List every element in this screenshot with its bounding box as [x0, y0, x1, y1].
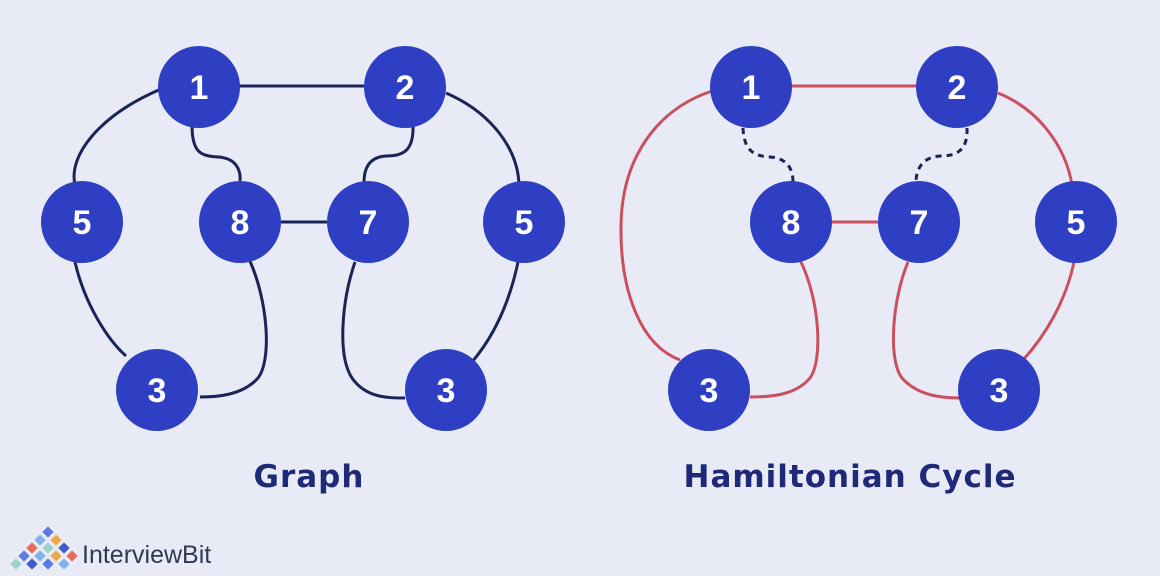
- node-circle: [1035, 181, 1117, 263]
- node-label: 3: [700, 372, 719, 410]
- node-circle: [916, 46, 998, 128]
- node-circle: [710, 46, 792, 128]
- logo-diamond: [42, 558, 54, 570]
- node-label: 3: [990, 372, 1009, 410]
- node-label: 1: [190, 69, 209, 107]
- node-label: 8: [231, 204, 250, 242]
- node-label: 2: [396, 69, 415, 107]
- cycle-edge-5-3: [1021, 261, 1076, 362]
- graph-edge-7-3: [341, 261, 406, 400]
- logo-diamond: [58, 542, 70, 554]
- cycle-node-h5: 5: [1035, 181, 1117, 263]
- cycle-node-h3l: 3: [668, 349, 750, 431]
- logo-diamond: [50, 534, 62, 546]
- node-circle: [483, 181, 565, 263]
- node-layer: 1 2 5 8 7 5 3 3 1 2 8 7 5 3 3: [41, 46, 1117, 431]
- interviewbit-logo: InterviewBit: [10, 526, 211, 570]
- node-circle: [878, 181, 960, 263]
- node-label: 3: [437, 372, 456, 410]
- node-label: 1: [742, 69, 761, 107]
- cycle-edge-3-1: [619, 89, 713, 362]
- logo-diamond: [58, 558, 70, 570]
- graph-edge-8-3: [199, 258, 268, 399]
- logo-diamond: [66, 550, 78, 562]
- node-circle: [668, 349, 750, 431]
- node-label: 7: [910, 204, 929, 242]
- cycle-edge-3-7: [891, 261, 961, 400]
- logo-diamond: [26, 558, 38, 570]
- node-label: 5: [515, 204, 534, 242]
- node-circle: [750, 181, 832, 263]
- logo-diamond: [50, 550, 62, 562]
- graph-edge-1-8: [190, 124, 242, 182]
- node-label: 5: [73, 204, 92, 242]
- graph-edge-5-3-right: [470, 261, 520, 363]
- graph-caption: Graph: [254, 459, 365, 495]
- unused-edge-1-8: [741, 127, 795, 183]
- node-label: 5: [1067, 204, 1086, 242]
- cycle-node-h2: 2: [916, 46, 998, 128]
- node-circle: [158, 46, 240, 128]
- cycle-edge-8-3: [749, 259, 820, 399]
- node-label: 8: [782, 204, 801, 242]
- node-circle: [364, 46, 446, 128]
- node-circle: [41, 181, 123, 263]
- logo-diamond: [26, 542, 38, 554]
- brand-name: InterviewBit: [82, 541, 211, 569]
- graph-node-g1: 1: [158, 46, 240, 128]
- node-circle: [405, 349, 487, 431]
- graph-edge-1-5: [72, 87, 162, 186]
- graph-node-g3r: 3: [405, 349, 487, 431]
- logo-diamond: [10, 558, 22, 570]
- cycle-node-h1: 1: [710, 46, 792, 128]
- logo-diamond: [18, 550, 30, 562]
- hamiltonian-caption: Hamiltonian Cycle: [684, 459, 1017, 495]
- logo-diamond: [34, 550, 46, 562]
- cycle-node-h7: 7: [878, 181, 960, 263]
- graph-node-g5r: 5: [483, 181, 565, 263]
- node-label: 2: [948, 69, 967, 107]
- logo-diamond: [42, 526, 54, 538]
- node-label: 3: [148, 372, 167, 410]
- node-circle: [958, 349, 1040, 431]
- graph-node-g5l: 5: [41, 181, 123, 263]
- graph-edge-2-7: [362, 124, 415, 183]
- node-circle: [199, 181, 281, 263]
- graph-edge-2-5: [445, 91, 521, 186]
- node-circle: [116, 349, 198, 431]
- cycle-edge-2-5: [997, 91, 1074, 186]
- diamond-grid-logo-icon: [10, 526, 78, 570]
- graph-panel: [72, 84, 521, 400]
- cycle-node-h3r: 3: [958, 349, 1040, 431]
- graph-node-g2: 2: [364, 46, 446, 128]
- graph-edge-5-3-left: [73, 261, 127, 358]
- graph-node-g8: 8: [199, 181, 281, 263]
- node-circle: [327, 181, 409, 263]
- unused-edge-2-7: [914, 127, 969, 183]
- hamiltonian-panel: [619, 84, 1076, 400]
- graph-node-g7: 7: [327, 181, 409, 263]
- logo-diamond: [34, 534, 46, 546]
- cycle-node-h8: 8: [750, 181, 832, 263]
- node-label: 7: [359, 204, 378, 242]
- logo-diamond: [42, 542, 54, 554]
- graph-node-g3l: 3: [116, 349, 198, 431]
